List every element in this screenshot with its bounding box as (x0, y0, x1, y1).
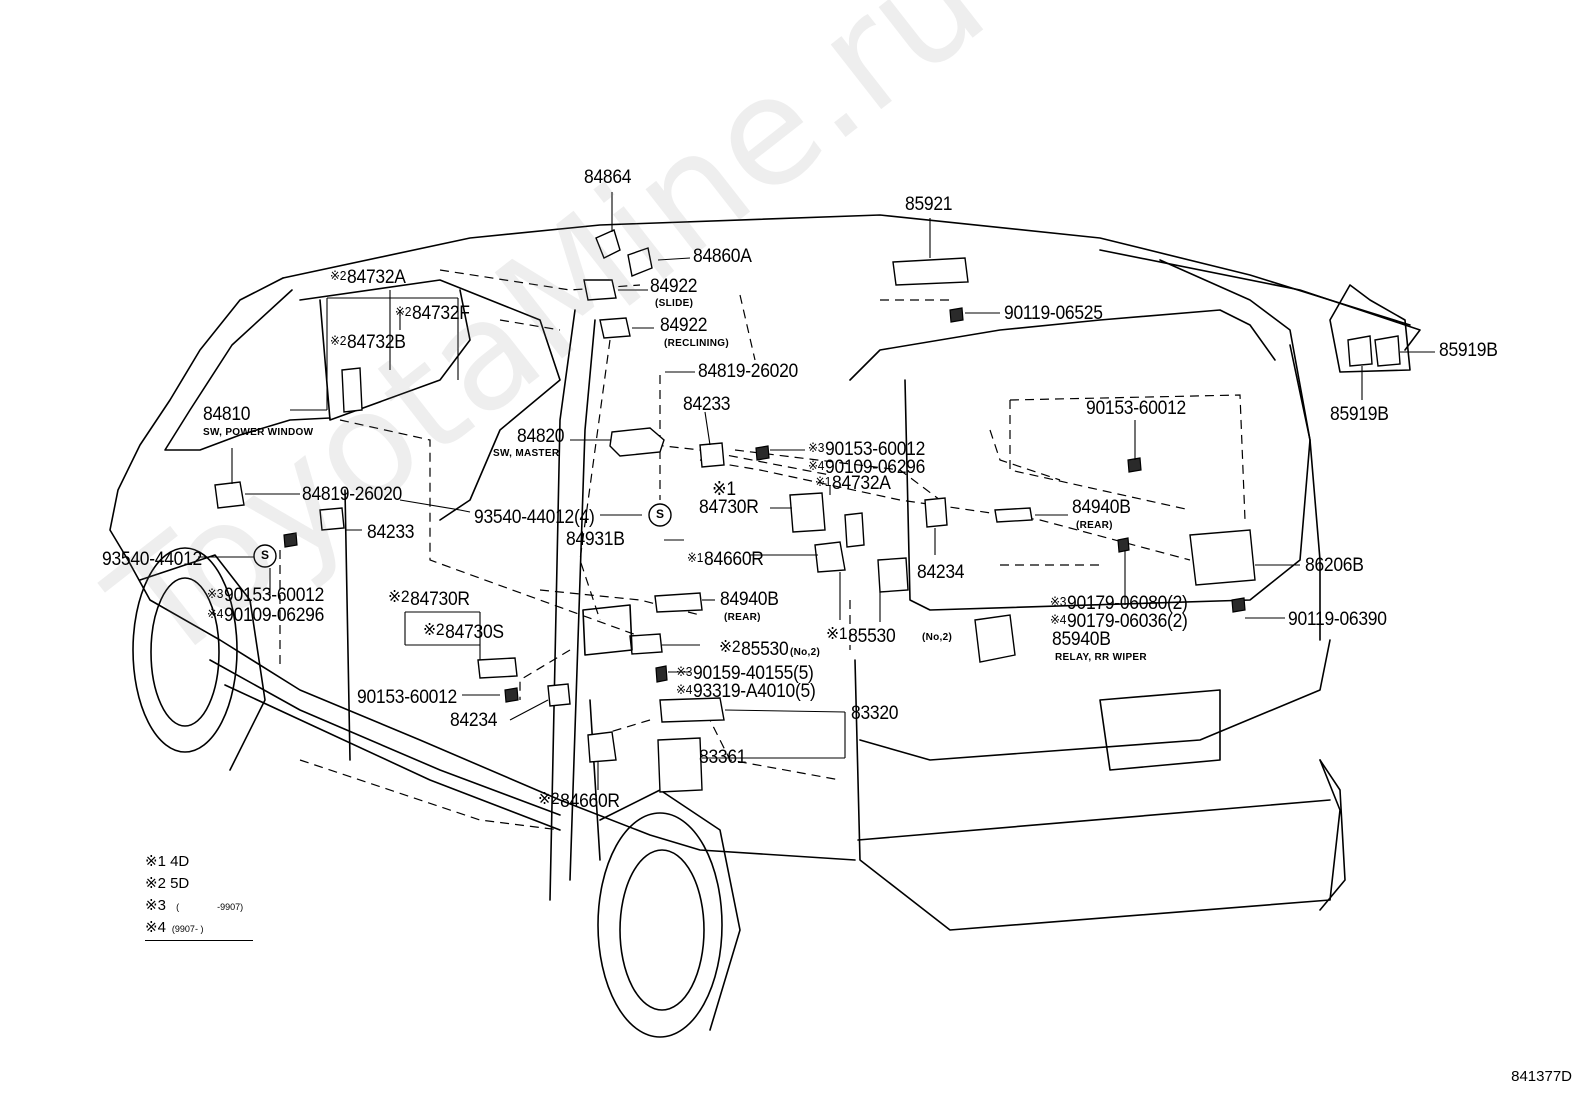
part-label-85530-5d[interactable]: ※285530 (719, 637, 789, 660)
note-mark: ※2 (538, 789, 560, 808)
part-label-84819-26020-left[interactable]: 84819-26020 (302, 484, 403, 505)
part-sub-reclining: (RECLINING) (664, 338, 729, 349)
part-label-90179-06080[interactable]: ※390179-06080(2) (1050, 593, 1188, 614)
part-label-84730r-5d[interactable]: ※284730R (388, 587, 470, 610)
part-label-84660r-5d[interactable]: ※284660R (538, 789, 620, 812)
part-sub-power-window: SW, POWER WINDOW (203, 427, 314, 438)
note-mark: ※4 (207, 606, 224, 621)
part-label-83320[interactable]: 83320 (851, 703, 899, 724)
s-symbol-left: S (261, 548, 270, 562)
part-label-84732a-top[interactable]: ※284732A (330, 267, 406, 288)
part-sub-rear-mid: (REAR) (724, 612, 761, 623)
part-label-90153-60012-left[interactable]: ※390153-60012 (207, 585, 325, 606)
van-body-outline (109, 214, 1421, 1038)
note-mark-84730r-4d: ※1 (712, 479, 736, 500)
part-label-84922-slide[interactable]: 84922 (650, 276, 698, 297)
part-label-90109-06296-left[interactable]: ※490109-06296 (207, 605, 325, 626)
legend-row-3: ※3 (-9907) (145, 897, 244, 914)
part-label-84819-26020-top[interactable]: 84819-26020 (698, 361, 799, 382)
part-label-84732b[interactable]: ※284732B (330, 332, 406, 353)
note-mark: ※4 (676, 682, 693, 697)
part-label-85921[interactable]: 85921 (905, 194, 953, 215)
part-sub-relay-rr-wiper: RELAY, RR WIPER (1055, 652, 1147, 663)
note-mark: ※2 (423, 620, 445, 639)
note-mark: ※1 (815, 474, 832, 489)
part-label-84864[interactable]: 84864 (584, 167, 632, 188)
part-label-84730r-4d[interactable]: 84730R (699, 497, 759, 518)
leader-lines (198, 192, 1435, 790)
part-sub-no2-b: (No,2) (922, 632, 953, 643)
part-label-84931b[interactable]: 84931B (566, 529, 625, 550)
part-label-84234-left[interactable]: 84234 (450, 710, 498, 731)
note-mark: ※2 (395, 304, 412, 319)
part-label-90153-60012-mid[interactable]: ※390153-60012 (808, 439, 926, 460)
part-label-90119-06525[interactable]: 90119-06525 (1004, 303, 1103, 324)
part-label-90179-06036[interactable]: ※490179-06036(2) (1050, 611, 1188, 632)
part-label-84922-reclining[interactable]: 84922 (660, 315, 708, 336)
part-label-90119-06390[interactable]: 90119-06390 (1288, 609, 1387, 630)
catalog-number: 841377D (1511, 1068, 1572, 1085)
part-label-90109-06296-mid[interactable]: ※490109-06296 (808, 457, 926, 478)
note-mark: ※3 (207, 586, 224, 601)
s-symbol-mid: S (656, 507, 665, 521)
part-label-84860a[interactable]: 84860A (693, 246, 752, 267)
part-label-84234-right[interactable]: 84234 (917, 562, 965, 583)
note-mark: ※3 (676, 664, 693, 679)
part-label-86206b[interactable]: 86206B (1305, 555, 1364, 576)
note-mark: ※1 (687, 550, 704, 565)
part-label-90153-60012-right[interactable]: 90153-60012 (1086, 398, 1187, 419)
legend-row-4: ※4(9907- ) (145, 918, 253, 941)
note-mark: ※1 (826, 624, 848, 643)
note-mark: ※2 (330, 333, 347, 348)
note-mark: ※3 (808, 440, 825, 455)
part-label-84730s[interactable]: ※284730S (423, 620, 504, 643)
part-shapes (214, 229, 1411, 793)
part-label-84233-mid[interactable]: 84233 (683, 394, 731, 415)
part-sub-master: SW, MASTER (493, 448, 560, 459)
part-label-84233-left[interactable]: 84233 (367, 522, 415, 543)
part-label-85940b[interactable]: 85940B (1052, 629, 1111, 650)
part-sub-slide: (SLIDE) (655, 298, 694, 309)
part-label-84732a-4d[interactable]: ※184732A (815, 473, 891, 494)
note-mark: ※2 (330, 268, 347, 283)
part-label-90159-40155[interactable]: ※390159-40155(5) (676, 663, 814, 684)
part-label-85919b-right[interactable]: 85919B (1439, 340, 1498, 361)
part-label-84660r-4d[interactable]: ※184660R (687, 549, 764, 570)
part-sub-rear-right: (REAR) (1076, 520, 1113, 531)
part-label-85530-4d[interactable]: ※185530 (826, 624, 896, 647)
part-label-93540-44012-4[interactable]: 93540-44012(4) (474, 507, 595, 528)
part-label-84810[interactable]: 84810 (203, 404, 251, 425)
part-label-85919b-bottom[interactable]: 85919B (1330, 404, 1389, 425)
legend-row-1: ※1 4D (145, 853, 190, 870)
part-label-84820[interactable]: 84820 (517, 426, 565, 447)
part-label-90153-60012-bottom[interactable]: 90153-60012 (357, 687, 458, 708)
part-sub-no2-a: (No,2) (790, 647, 821, 658)
note-mark: ※4 (1050, 612, 1067, 627)
part-label-93319-a4010[interactable]: ※493319-A4010(5) (676, 681, 816, 702)
note-mark: ※3 (1050, 594, 1067, 609)
note-mark: ※2 (719, 637, 741, 656)
part-label-93540-44012[interactable]: 93540-44012 (102, 549, 203, 570)
note-mark: ※4 (808, 458, 825, 473)
part-label-84732f[interactable]: ※284732F (395, 303, 470, 324)
note-mark: ※2 (388, 587, 410, 606)
part-label-84940b-mid[interactable]: 84940B (720, 589, 779, 610)
part-label-84940b-right[interactable]: 84940B (1072, 497, 1131, 518)
part-label-83361[interactable]: 83361 (699, 747, 747, 768)
legend-row-2: ※2 5D (145, 875, 190, 892)
